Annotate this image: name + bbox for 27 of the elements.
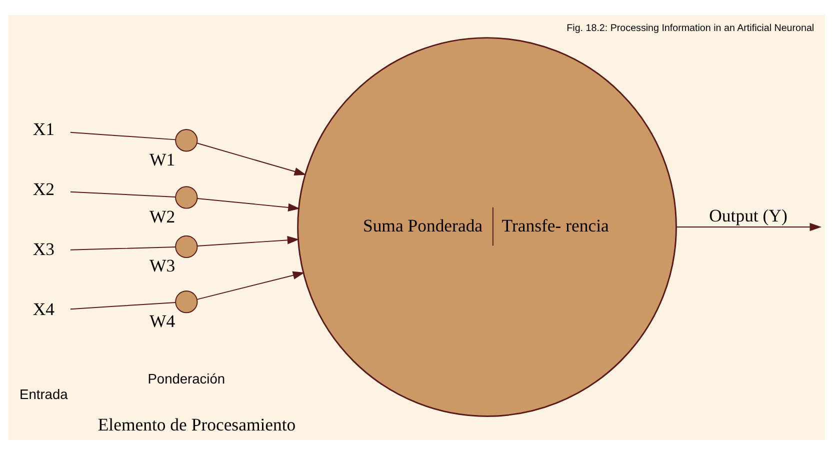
node-text: X1 <box>32 118 54 139</box>
connector <box>70 191 176 198</box>
node-text: X3 <box>32 238 54 259</box>
node-label: W2 <box>150 206 176 226</box>
connector <box>70 132 176 140</box>
arrow <box>196 142 306 176</box>
node-label: W1 <box>150 149 176 170</box>
edge-label: Output (Y) <box>709 206 788 226</box>
node-circle <box>175 129 198 152</box>
label: Entrada <box>20 387 68 402</box>
arrow <box>196 236 300 247</box>
node-circle <box>175 186 198 209</box>
node-circle: Suma Ponderada Transfe- rencia <box>297 37 677 417</box>
node-label: Elemento de Procesamiento <box>98 414 296 435</box>
label: Ponderación <box>148 371 226 386</box>
connector <box>70 246 176 250</box>
arrow <box>196 271 305 300</box>
node-circle <box>175 235 198 258</box>
node-circle <box>175 290 198 314</box>
node-text: X2 <box>32 178 54 199</box>
arrow <box>676 222 822 232</box>
caption: Fig. 18.2: Processing Information in an Artificial Neuronal <box>566 22 814 34</box>
arrow <box>196 198 300 212</box>
connector <box>70 302 176 310</box>
node-label: W3 <box>150 256 176 276</box>
node-text: X4 <box>32 299 54 320</box>
node-label: W4 <box>150 310 176 331</box>
